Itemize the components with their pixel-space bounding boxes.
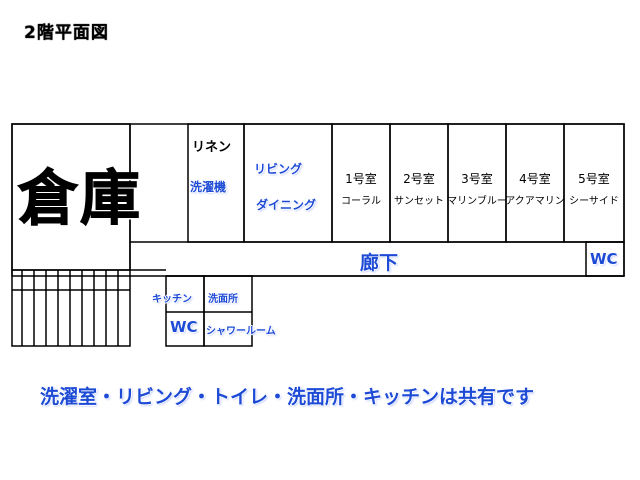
- shared-facilities-note: 洗濯室・リビング・トイレ・洗面所・キッチンは共有です: [40, 386, 535, 408]
- wc-lower-label: WC: [170, 318, 198, 336]
- wc-upper-label: WC: [590, 250, 618, 268]
- kitchen-label: キッチン: [152, 294, 192, 305]
- guest-room-1-number: 1号室: [345, 172, 377, 186]
- plan-title: 2階平面図: [24, 23, 109, 43]
- living-label: リビング: [254, 162, 303, 176]
- guest-room-2-name: サンセット: [394, 196, 444, 207]
- linen-label: リネン: [192, 140, 232, 155]
- guest-room-4-number: 4号室: [519, 172, 551, 186]
- washroom-label: 洗面所: [208, 294, 238, 305]
- guest-room-4-name: アクアマリン: [505, 196, 565, 207]
- living-dining-room: [243, 123, 333, 243]
- guest-room-3-number: 3号室: [461, 172, 493, 186]
- dining-label: ダイニング: [256, 198, 317, 212]
- storage-label: 倉庫: [18, 164, 142, 235]
- shower-label: シャワールーム: [206, 326, 276, 337]
- laundry-label: 洗濯機: [190, 180, 227, 194]
- guest-room-1-name: コーラル: [341, 196, 381, 207]
- guest-room-5-name: シーサイド: [569, 196, 619, 207]
- hallway-label: 廊下: [360, 252, 399, 274]
- stairs-block: [11, 269, 131, 347]
- washroom-room: [203, 275, 253, 347]
- guest-room-3-name: マリンブルー: [447, 196, 507, 207]
- wc-upper-room: [585, 241, 625, 277]
- guest-room-2-number: 2号室: [403, 172, 435, 186]
- guest-room-5-number: 5号室: [578, 172, 610, 186]
